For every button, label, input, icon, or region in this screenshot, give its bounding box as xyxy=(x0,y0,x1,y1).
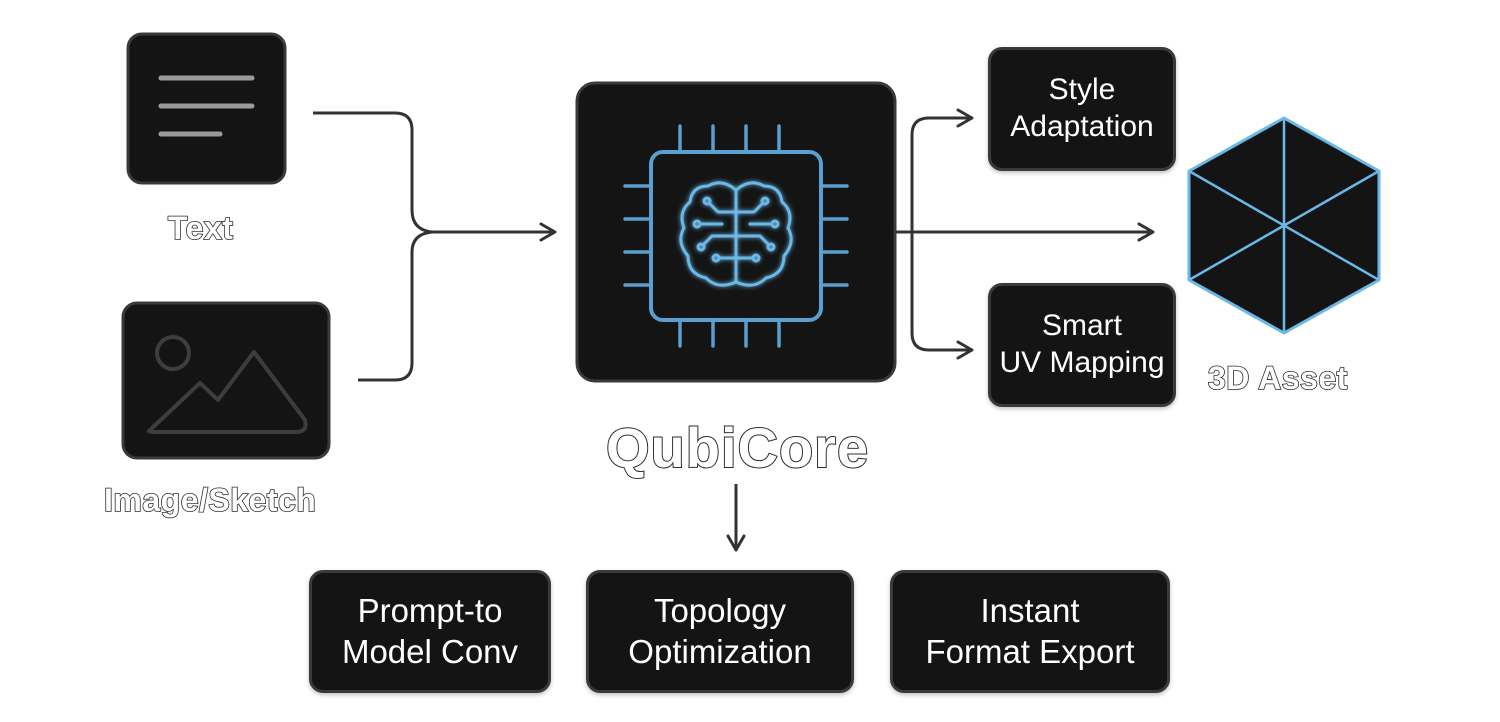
output-branch-connector xyxy=(895,108,1155,360)
style-adaptation-line-2: Adaptation xyxy=(1010,110,1154,143)
uv-mapping-line-1: Smart xyxy=(1041,309,1122,343)
core-chip-icon xyxy=(575,81,897,383)
format-export-line-2: Format Export xyxy=(925,632,1135,670)
prompt-to-model-line-1: Prompt-to xyxy=(357,592,503,630)
style-adaptation-box: Style Adaptation xyxy=(988,47,1176,171)
format-export-line-1: Instant xyxy=(980,592,1080,630)
topology-optimization-box: Topology Optimization xyxy=(586,570,854,693)
text-input-label: Text xyxy=(167,209,234,247)
3d-asset-icon xyxy=(1187,116,1381,335)
text-input-icon xyxy=(126,32,287,185)
topology-optimization-line-1: Topology xyxy=(653,592,787,630)
core-title: QubiCore xyxy=(605,415,870,480)
prompt-to-model-line-2: Model Conv xyxy=(341,632,519,670)
format-export-box: Instant Format Export xyxy=(890,570,1170,693)
topology-optimization-line-2: Optimization xyxy=(628,632,812,670)
image-input-label: Image/Sketch xyxy=(103,481,317,519)
prompt-to-model-box: Prompt-to Model Conv xyxy=(309,570,551,693)
image-input-icon xyxy=(121,301,331,460)
output-label: 3D Asset xyxy=(1207,359,1348,397)
brain-icon xyxy=(679,181,793,287)
uv-mapping-line-2: UV Mapping xyxy=(999,346,1165,379)
style-adaptation-line-1: Style xyxy=(1048,73,1116,107)
input-merge-connector xyxy=(313,111,557,382)
uv-mapping-box: Smart UV Mapping xyxy=(988,283,1176,407)
